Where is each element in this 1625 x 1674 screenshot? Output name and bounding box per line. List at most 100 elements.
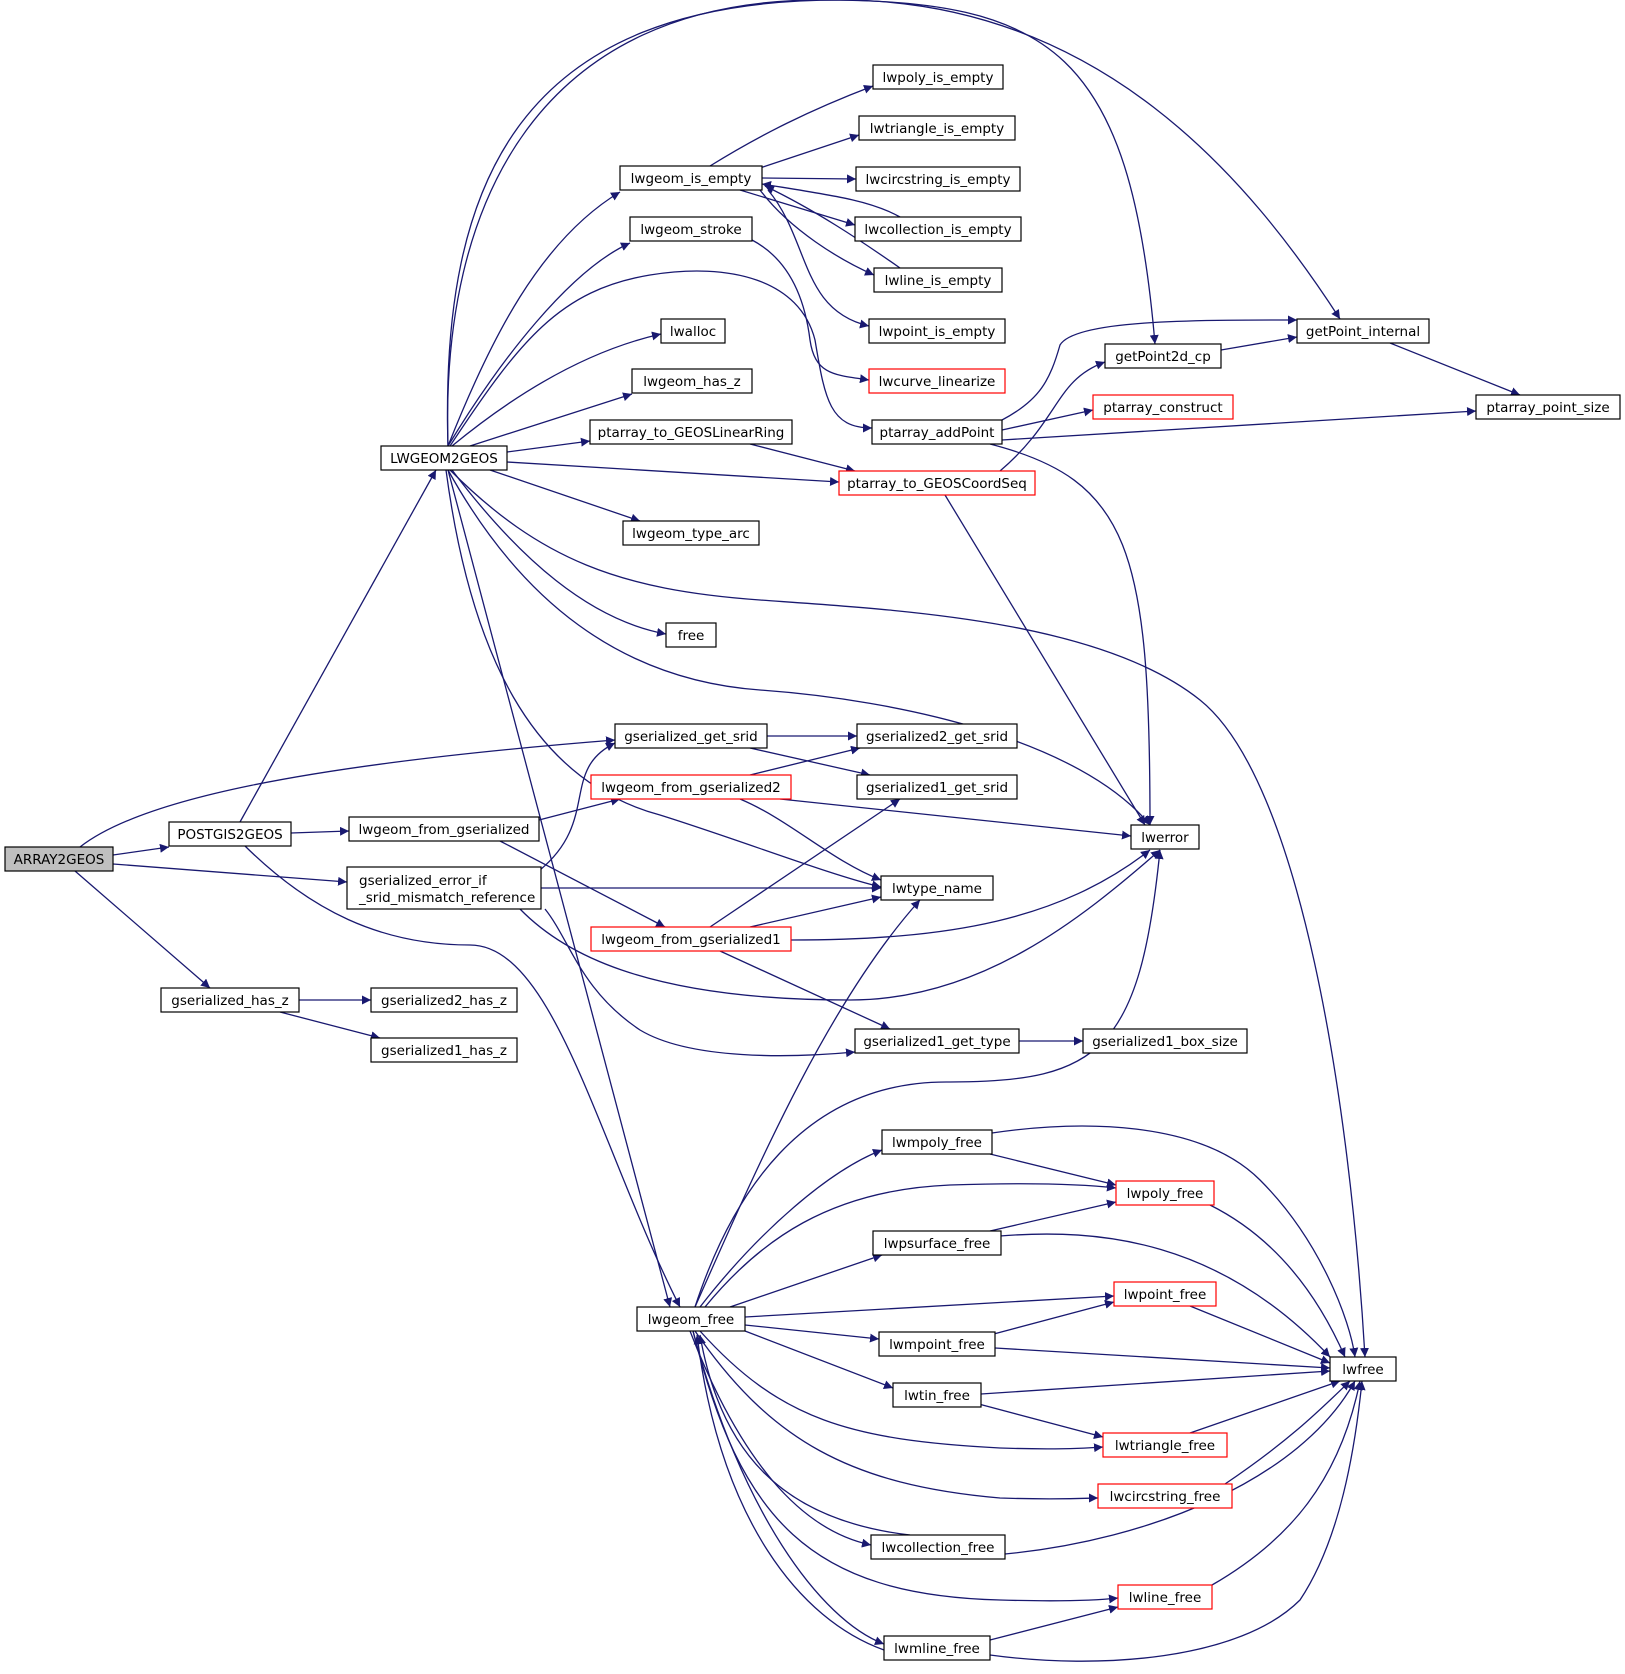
edge-lwgeom-from-gserialized2-gserialized2-get-srid	[749, 745, 861, 776]
node-lwpoly-free[interactable]: lwpoly_free	[1115, 1180, 1215, 1206]
edge-lwgeom2geos-ptarray-to-geoslinearring	[506, 437, 591, 453]
node-lwtin-free[interactable]: lwtin_free	[892, 1382, 982, 1408]
node-postgis2geos[interactable]: POSTGIS2GEOS	[168, 821, 292, 847]
node-gserialized-get-srid[interactable]: gserialized_get_srid	[614, 723, 768, 749]
node-lwtriangle-free[interactable]: lwtriangle_free	[1102, 1432, 1228, 1458]
node-gserialized1-box-size[interactable]: gserialized1_box_size	[1082, 1028, 1248, 1054]
edge-lwgeom2geos-lwgeom-stroke	[447, 242, 631, 447]
edge-lwgeom-is-empty-lwpoint-is-empty	[767, 189, 870, 329]
node-lwmpoly-free[interactable]: lwmpoly_free	[881, 1129, 993, 1155]
svg-text:gserialized1_get_srid: gserialized1_get_srid	[866, 780, 1008, 796]
node-lwmline-free[interactable]: lwmline_free	[883, 1635, 991, 1661]
node-lwtriangle-is-empty[interactable]: lwtriangle_is_empty	[858, 115, 1016, 141]
node-lwpoly-is-empty[interactable]: lwpoly_is_empty	[872, 64, 1004, 90]
svg-text:gserialized2_get_srid: gserialized2_get_srid	[866, 729, 1008, 745]
svg-text:lwpoly_free: lwpoly_free	[1127, 1186, 1204, 1202]
node-lwpsurface-free[interactable]: lwpsurface_free	[872, 1230, 1002, 1256]
node-lwcollection-free[interactable]: lwcollection_free	[870, 1534, 1006, 1560]
edge-lwgeom-from-gserialized1-gserialized1-get-type	[719, 950, 891, 1030]
node-lwline-free[interactable]: lwline_free	[1117, 1584, 1213, 1610]
node-gserialized1-get-srid[interactable]: gserialized1_get_srid	[856, 774, 1018, 800]
node-lwgeom-from-gserialized2[interactable]: lwgeom_from_gserialized2	[590, 774, 792, 800]
node-getpoint2d-cp[interactable]: getPoint2d_cp	[1104, 343, 1222, 369]
svg-text:lwpoly_is_empty: lwpoly_is_empty	[883, 70, 994, 86]
node-ptarray-addpoint[interactable]: ptarray_addPoint	[871, 419, 1003, 445]
edge-lwgeom2geos-lwfree	[449, 469, 1369, 1358]
edge-lwgeom-free-lwpoint-free	[744, 1292, 1115, 1318]
node-free[interactable]: free	[665, 622, 717, 648]
node-lwgeom-from-gserialized[interactable]: lwgeom_from_gserialized	[348, 816, 540, 842]
edge-lwgeom-stroke-lwcurve-linearize	[751, 239, 870, 384]
svg-text:lwalloc: lwalloc	[670, 324, 716, 340]
edge-lwgeom2geos-ptarray-addpoint	[449, 270, 873, 447]
node-gserialized1-get-type[interactable]: gserialized1_get_type	[854, 1028, 1020, 1054]
edge-postgis2geos-lwgeom2geos	[239, 469, 437, 823]
svg-text:lwtin_free: lwtin_free	[904, 1388, 970, 1404]
edge-lwgeom-is-empty-lwline-is-empty	[759, 189, 875, 276]
svg-text:lwgeom_from_gserialized: lwgeom_from_gserialized	[359, 822, 530, 838]
node-ptarray-construct[interactable]: ptarray_construct	[1092, 394, 1234, 420]
edge-lwmline-free-lwgeom-free	[693, 1334, 885, 1651]
edge-lwgeom2geos-getpoint2d-cp	[446, 0, 1159, 447]
edge-lwcollection-free-lwgeom-free	[697, 1334, 911, 1536]
node-ptarray-point-size[interactable]: ptarray_point_size	[1475, 394, 1621, 420]
node-lwgeom2geos[interactable]: LWGEOM2GEOS	[380, 445, 508, 471]
edge-lwgeom-free-lwtin-free	[744, 1330, 894, 1389]
svg-text:ptarray_addPoint: ptarray_addPoint	[880, 425, 995, 441]
node-lwmpoint-free[interactable]: lwmpoint_free	[878, 1331, 996, 1357]
node-lwgeom-type-arc[interactable]: lwgeom_type_arc	[622, 520, 760, 546]
node-lwgeom-has-z[interactable]: lwgeom_has_z	[631, 368, 753, 394]
node-lwgeom-stroke[interactable]: lwgeom_stroke	[629, 216, 753, 242]
edge-lwtin-free-lwtriangle-free	[974, 1402, 1104, 1440]
node-lwline-is-empty[interactable]: lwline_is_empty	[873, 267, 1003, 293]
edge-lwgeom-from-gserialized-lwgeom-from-gserialized2	[538, 796, 621, 821]
node-gserialized2-get-srid[interactable]: gserialized2_get_srid	[856, 723, 1018, 749]
svg-text:lwgeom_stroke: lwgeom_stroke	[640, 222, 741, 238]
edge-lwgeom-is-empty-lwtriangle-is-empty	[759, 133, 860, 169]
edge-lwgeom2geos-lwtype-name	[445, 469, 882, 890]
edge-array2geos-gserialized-get-srid	[79, 736, 616, 848]
node-lwpoint-free[interactable]: lwpoint_free	[1113, 1281, 1217, 1307]
edge-lwpsurface-free-lwpoly-free	[989, 1199, 1117, 1232]
node-array2geos[interactable]: ARRAY2GEOS	[4, 846, 114, 872]
edge-lwgeom2geos-lwgeom-type-arc	[489, 469, 641, 523]
svg-text:gserialized2_has_z: gserialized2_has_z	[381, 993, 507, 1009]
svg-text:free: free	[678, 628, 705, 644]
node-lwtype-name[interactable]: lwtype_name	[880, 875, 994, 901]
svg-text:lwcurve_linearize: lwcurve_linearize	[879, 374, 996, 390]
node-lwcircstring-is-empty[interactable]: lwcircstring_is_empty	[855, 166, 1021, 192]
svg-text:gserialized_has_z: gserialized_has_z	[171, 993, 288, 1009]
node-lwgeom-free[interactable]: lwgeom_free	[636, 1306, 746, 1332]
node-lwcircstring-free[interactable]: lwcircstring_free	[1097, 1483, 1233, 1509]
svg-text:lwtriangle_is_empty: lwtriangle_is_empty	[870, 121, 1004, 137]
svg-text:lwmline_free: lwmline_free	[894, 1641, 980, 1657]
node-lwpoint-is-empty[interactable]: lwpoint_is_empty	[868, 318, 1006, 344]
node-ptarray-to-geoscoordseq[interactable]: ptarray_to_GEOSCoordSeq	[838, 470, 1036, 496]
edge-array2geos-gserialized-has-z	[74, 870, 211, 989]
node-lwgeom-is-empty[interactable]: lwgeom_is_empty	[619, 165, 763, 191]
node-lwcurve-linearize[interactable]: lwcurve_linearize	[868, 368, 1006, 394]
edge-lwgeom-free-lwmpoint-free	[744, 1324, 880, 1343]
svg-text:gserialized_error_if: gserialized_error_if	[359, 873, 488, 889]
node-lwfree[interactable]: lwfree	[1329, 1356, 1397, 1382]
edge-lwgeom-from-gserialized1-lwerror	[790, 849, 1151, 941]
node-lwgeom-from-gserialized1[interactable]: lwgeom_from_gserialized1	[590, 926, 792, 952]
node-lwerror[interactable]: lwerror	[1130, 824, 1200, 850]
svg-text:getPoint2d_cp: getPoint2d_cp	[1115, 349, 1211, 365]
node-gserialized-error-if-srid-mismatch-reference[interactable]: gserialized_error_if _srid_mismatch_refe…	[346, 866, 542, 910]
edge-lwgeom-free-lwcircstring-free	[694, 1330, 1099, 1503]
node-ptarray-to-geoslinearring[interactable]: ptarray_to_GEOSLinearRing	[589, 419, 793, 445]
node-gserialized1-has-z[interactable]: gserialized1_has_z	[370, 1037, 518, 1063]
node-lwalloc[interactable]: lwalloc	[660, 318, 726, 344]
svg-text:lwgeom_from_gserialized2: lwgeom_from_gserialized2	[601, 780, 781, 796]
node-lwcollection-is-empty[interactable]: lwcollection_is_empty	[854, 216, 1022, 242]
edge-lwgeom-free-lwtriangle-free	[699, 1330, 1104, 1453]
node-getpoint-internal[interactable]: getPoint_internal	[1296, 318, 1430, 344]
edge-postgis2geos-lwgeom-free	[244, 845, 681, 1308]
node-gserialized-has-z[interactable]: gserialized_has_z	[160, 987, 300, 1013]
svg-text:lwgeom_type_arc: lwgeom_type_arc	[632, 526, 750, 542]
edge-lwline-is-empty-lwgeom-is-empty	[764, 185, 901, 269]
node-gserialized2-has-z[interactable]: gserialized2_has_z	[370, 987, 518, 1013]
edge-getpoint-internal-ptarray-point-size	[1389, 342, 1521, 396]
